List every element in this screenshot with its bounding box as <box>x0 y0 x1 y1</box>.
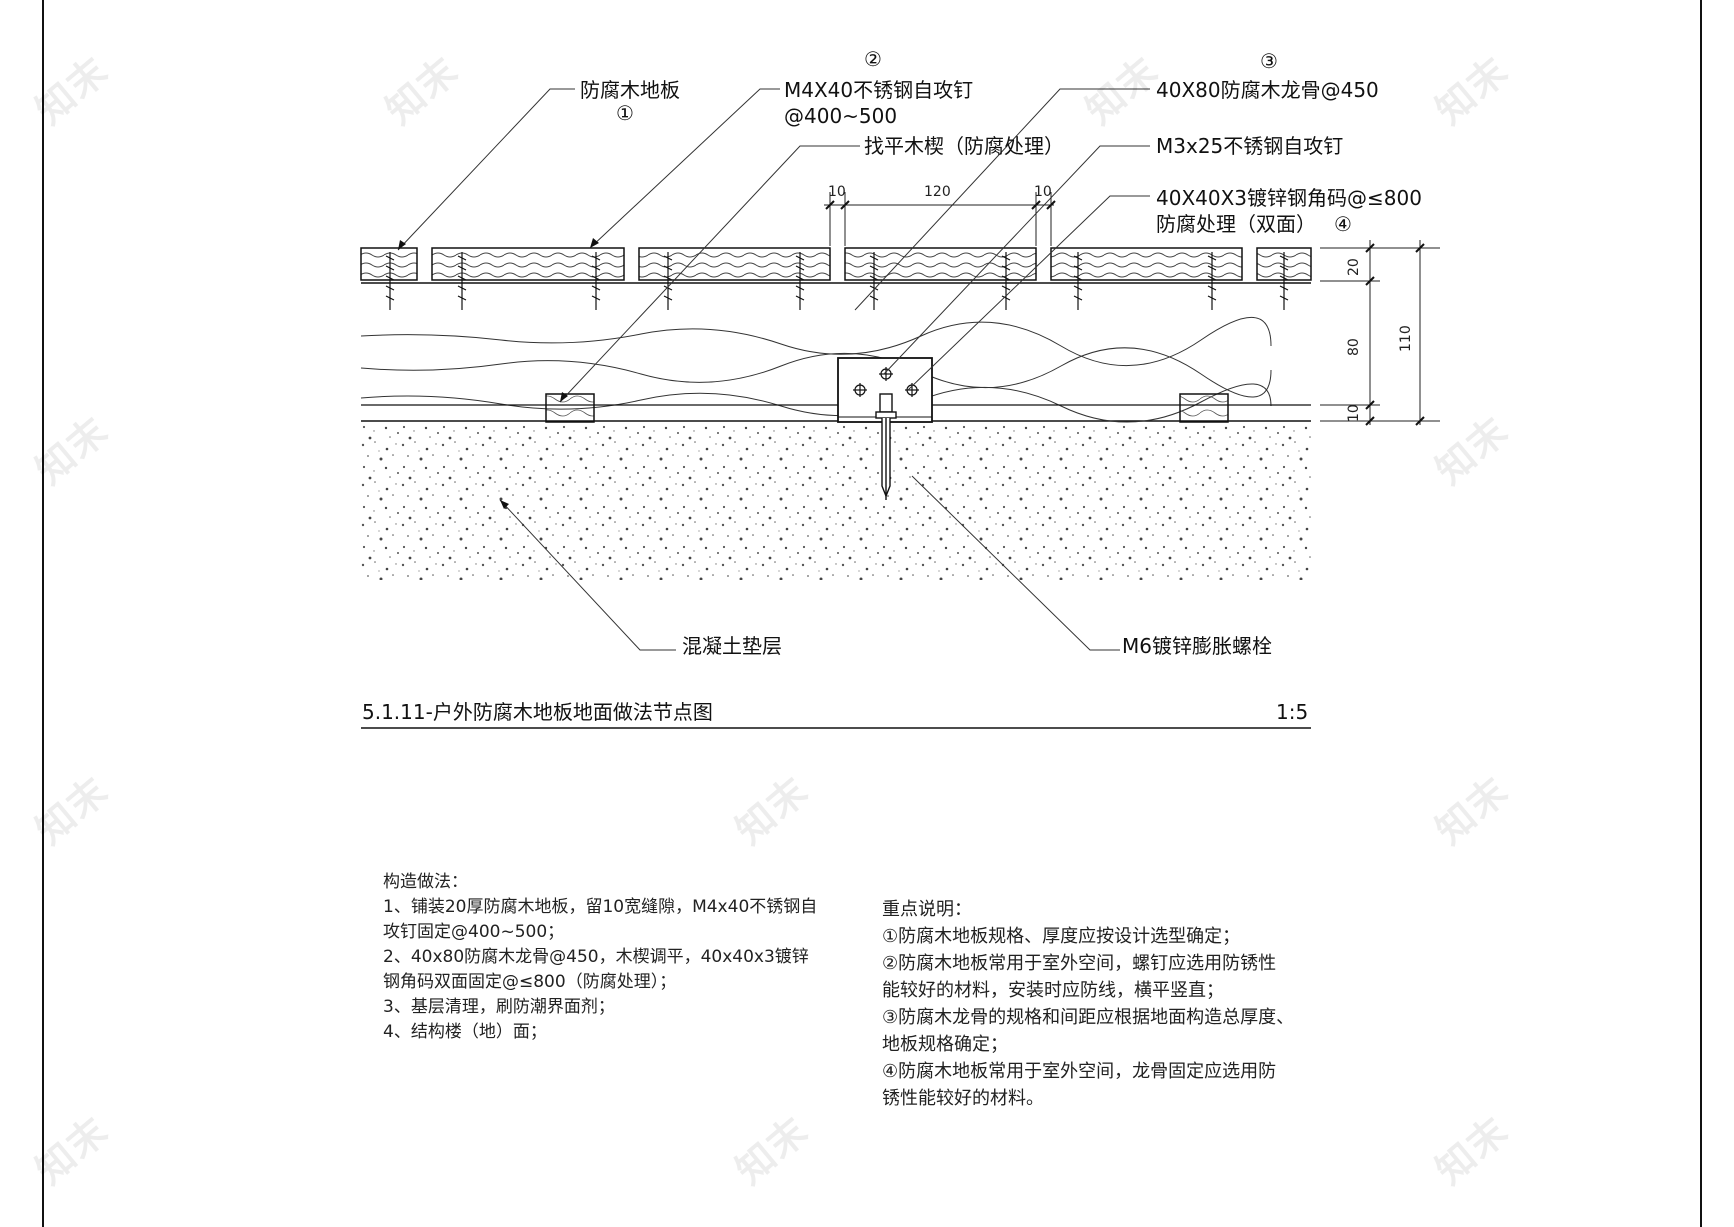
deck-screw <box>1207 252 1217 310</box>
callout-wedge: 找平木楔（防腐处理） <box>864 134 1064 158</box>
callout-angle-bracket-treatment: 防腐处理（双面） <box>1156 212 1316 236</box>
keypoint-line: ①防腐木地板规格、厚度应按设计选型确定； <box>882 926 1241 947</box>
leveling-wedge-right <box>1179 393 1229 423</box>
deck-screw <box>663 252 673 310</box>
dim-board-width: 120 <box>924 184 951 200</box>
expansion-bolt <box>875 393 897 500</box>
callout-num-1: ① <box>616 101 634 125</box>
dimension-ticks <box>825 200 1425 426</box>
drawing-scale: 1:5 <box>1276 700 1309 724</box>
dim-gap-right: 10 <box>1034 184 1052 200</box>
construction-line: 2、40x80防腐木龙骨@450，木楔调平，40x40x3镀锌 <box>383 947 809 967</box>
dim-total-height: 110 <box>1398 325 1414 352</box>
dim-gap-left: 10 <box>828 184 846 200</box>
leveling-wedge-left <box>545 393 595 423</box>
keypoint-line: 能较好的材料，安装时应防线，横平竖直； <box>882 980 1224 1001</box>
callout-num-3: ③ <box>1260 49 1278 73</box>
deck-boards <box>360 247 1312 281</box>
construction-line: 钢角码双面固定@≤800（防腐处理）； <box>383 972 677 992</box>
deck-screws <box>385 252 1289 310</box>
construction-heading: 构造做法： <box>383 872 468 892</box>
frame-right-border <box>1700 0 1702 1227</box>
dim-wedge-height: 10 <box>1346 404 1362 422</box>
concrete-layer <box>361 422 1311 580</box>
callout-deck-screw: M4X40不锈钢自攻钉 <box>784 78 974 102</box>
keypoint-line: ④防腐木地板常用于室外空间，龙骨固定应选用防 <box>882 1061 1277 1082</box>
callout-deck-board: 防腐木地板 <box>580 78 680 102</box>
deck-screw <box>869 252 879 310</box>
callout-concrete: 混凝土垫层 <box>682 634 782 658</box>
keypoint-line: ②防腐木地板常用于室外空间，螺钉应选用防锈性 <box>882 953 1277 974</box>
deck-board <box>1050 247 1243 281</box>
deck-screw <box>591 252 601 310</box>
callout-joist: 40X80防腐木龙骨@450 <box>1156 78 1379 102</box>
construction-line: 3、基层清理，刷防潮界面剂； <box>383 997 615 1017</box>
deck-screw <box>795 252 805 310</box>
keypoint-line: 锈性能较好的材料。 <box>882 1088 1044 1109</box>
deck-screw <box>385 252 395 310</box>
keypoint-line: ③防腐木龙骨的规格和间距应根据地面构造总厚度、 <box>882 1007 1295 1028</box>
key-points: 重点说明： ①防腐木地板规格、厚度应按设计选型确定； ②防腐木地板常用于室外空间… <box>882 896 1352 1112</box>
deck-board <box>431 247 625 281</box>
dim-board-thk: 20 <box>1346 258 1362 276</box>
deck-board <box>638 247 831 281</box>
bracket-screws <box>853 367 919 397</box>
deck-board <box>844 247 1037 281</box>
callout-bracket-screw: M3x25不锈钢自攻钉 <box>1156 134 1344 158</box>
deck-screw <box>1001 252 1011 310</box>
callout-num-2: ② <box>864 47 882 71</box>
keypoint-line: 地板规格确定； <box>882 1034 1008 1055</box>
leader-arrows <box>398 238 599 509</box>
keypoints-heading: 重点说明： <box>882 899 972 920</box>
construction-line: 攻钉固定@400~500； <box>383 922 565 942</box>
construction-line: 1、铺装20厚防腐木地板，留10宽缝隙，M4x40不锈钢自 <box>383 897 818 917</box>
joist-grain <box>360 316 1272 423</box>
callout-expansion-bolt: M6镀锌膨胀螺栓 <box>1122 634 1272 658</box>
dim-joist-height: 80 <box>1346 338 1362 356</box>
leader-lines <box>397 88 1150 651</box>
callout-angle-bracket: 40X40X3镀锌钢角码@≤800 <box>1156 186 1422 210</box>
construction-notes: 构造做法： 1、铺装20厚防腐木地板，留10宽缝隙，M4x40不锈钢自 攻钉固定… <box>383 870 853 1045</box>
deck-screw <box>1073 252 1083 310</box>
construction-line: 4、结构楼（地）面； <box>383 1022 547 1042</box>
drawing-title: 5.1.11-户外防腐木地板地面做法节点图 <box>362 700 713 724</box>
callout-deck-screw-spacing: @400~500 <box>784 104 898 128</box>
deck-screw <box>457 252 467 310</box>
frame-left-border <box>42 0 44 1227</box>
callout-num-4: ④ <box>1334 212 1352 236</box>
deck-screw <box>1279 252 1289 310</box>
deck-board <box>360 247 418 281</box>
